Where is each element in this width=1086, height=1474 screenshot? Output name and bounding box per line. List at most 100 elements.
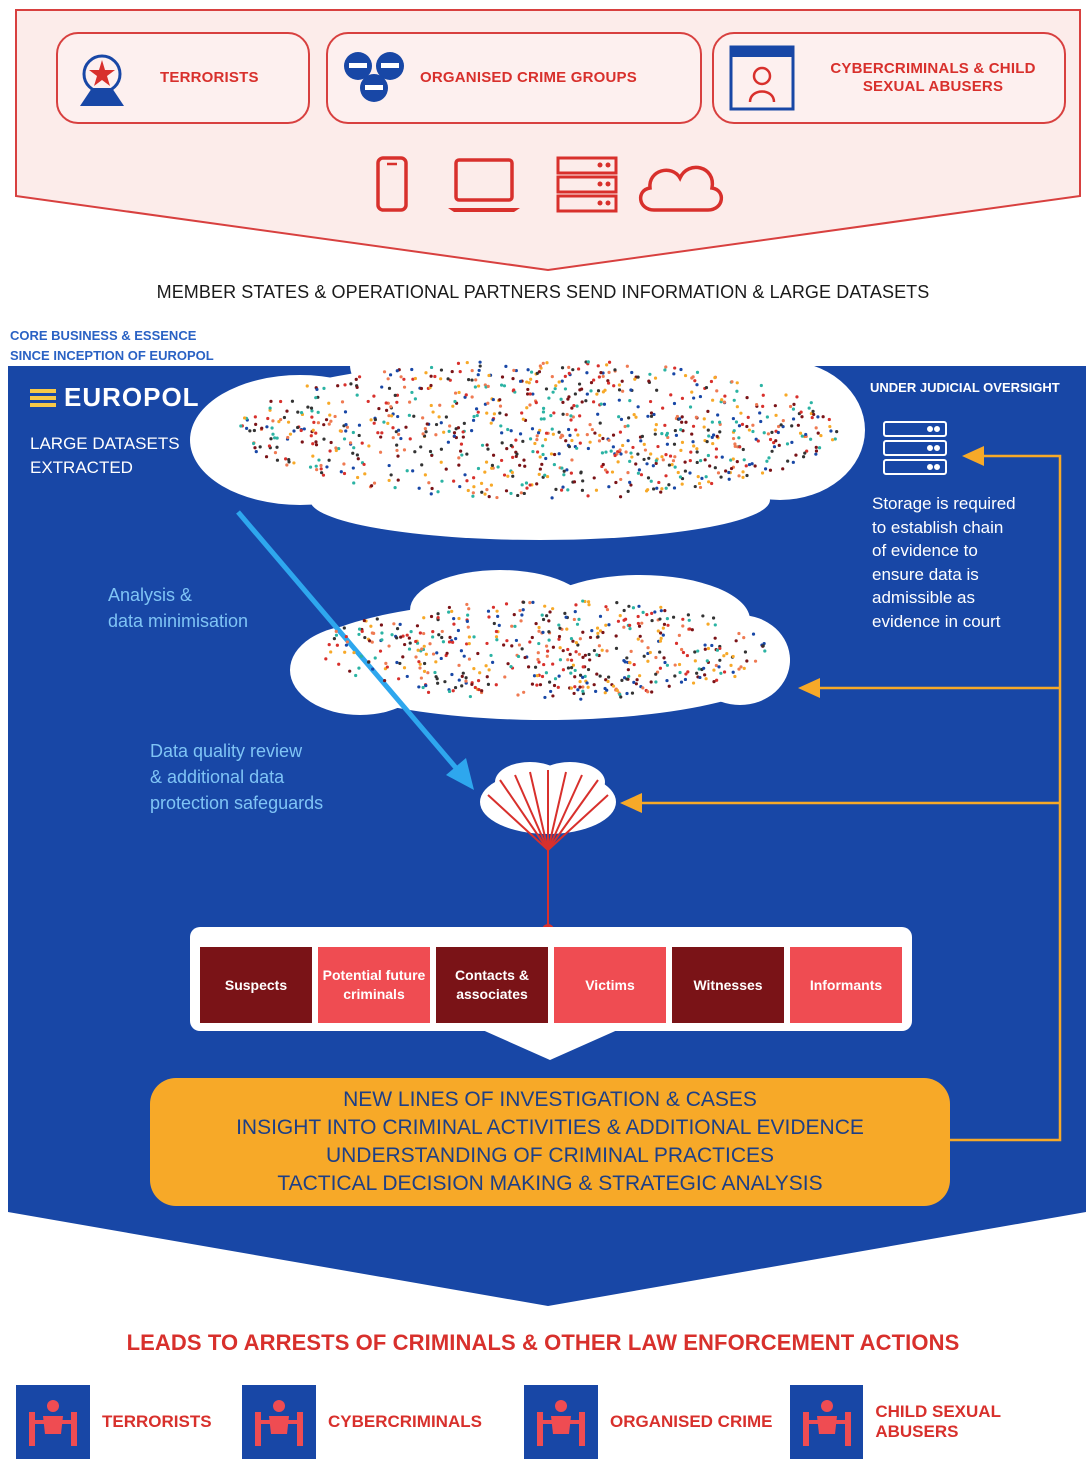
data-dot bbox=[393, 393, 397, 397]
data-dot bbox=[417, 486, 421, 490]
data-dot bbox=[478, 360, 482, 364]
data-dot bbox=[544, 431, 549, 435]
data-dot bbox=[300, 440, 304, 444]
data-dot bbox=[335, 643, 339, 647]
data-dot bbox=[535, 434, 539, 438]
data-dot bbox=[380, 385, 384, 389]
data-dot bbox=[460, 684, 464, 688]
data-dot bbox=[389, 473, 393, 477]
data-dot bbox=[461, 430, 465, 434]
data-dot bbox=[286, 435, 290, 440]
data-dot bbox=[814, 452, 818, 456]
data-dot bbox=[720, 455, 724, 459]
data-dot bbox=[336, 384, 340, 388]
data-dot bbox=[607, 485, 611, 489]
data-dot bbox=[577, 382, 582, 386]
data-dot bbox=[431, 630, 435, 634]
data-dot bbox=[586, 360, 590, 364]
data-dot bbox=[601, 436, 605, 441]
data-dot bbox=[683, 469, 688, 473]
data-dot bbox=[571, 415, 575, 419]
data-dot bbox=[729, 466, 734, 471]
data-dot bbox=[551, 432, 555, 436]
data-dot bbox=[453, 685, 458, 690]
data-dot bbox=[388, 373, 393, 377]
data-dot bbox=[596, 635, 600, 639]
data-dot bbox=[329, 440, 333, 445]
data-dot bbox=[357, 627, 362, 631]
data-dot bbox=[741, 447, 745, 452]
data-dot bbox=[765, 459, 769, 463]
data-dot bbox=[393, 486, 397, 490]
data-dot bbox=[379, 435, 383, 439]
data-dot bbox=[729, 458, 733, 462]
data-dot bbox=[654, 655, 658, 660]
data-dot bbox=[715, 648, 720, 652]
data-dot bbox=[677, 662, 682, 667]
data-dot bbox=[292, 429, 296, 433]
data-dot bbox=[630, 370, 634, 375]
data-dot bbox=[340, 400, 345, 404]
data-dot bbox=[506, 662, 510, 666]
data-dot bbox=[464, 393, 468, 397]
data-dot bbox=[444, 467, 448, 471]
data-dot bbox=[734, 420, 739, 424]
data-dot bbox=[370, 631, 374, 635]
data-dot bbox=[579, 697, 583, 701]
data-dot bbox=[606, 679, 610, 684]
data-dot bbox=[456, 426, 461, 430]
data-dot bbox=[525, 380, 529, 384]
data-dot bbox=[601, 630, 605, 635]
data-dot bbox=[731, 457, 735, 461]
data-dot bbox=[480, 689, 484, 693]
data-dot bbox=[397, 432, 401, 436]
data-dot bbox=[407, 636, 411, 640]
data-dot bbox=[420, 647, 424, 651]
data-dot bbox=[612, 384, 616, 388]
data-dot bbox=[731, 654, 735, 659]
data-dot bbox=[407, 413, 411, 417]
data-dot bbox=[733, 674, 737, 679]
data-dot bbox=[541, 444, 545, 448]
data-dot bbox=[348, 441, 353, 445]
data-dot bbox=[649, 680, 653, 684]
data-dot bbox=[566, 658, 570, 662]
data-dot bbox=[589, 389, 593, 393]
data-dot bbox=[745, 473, 749, 478]
data-dot bbox=[445, 651, 449, 655]
storage-line: of evidence to bbox=[872, 541, 978, 560]
data-dot bbox=[383, 679, 387, 683]
data-dot bbox=[664, 453, 668, 457]
data-dot bbox=[798, 431, 803, 435]
data-dot bbox=[598, 433, 602, 437]
data-dot bbox=[684, 672, 688, 676]
data-dot bbox=[635, 678, 639, 682]
data-dot bbox=[621, 389, 625, 393]
data-dot bbox=[451, 640, 455, 644]
data-dot bbox=[553, 387, 557, 391]
data-dot bbox=[654, 680, 658, 684]
data-dot bbox=[589, 381, 594, 385]
data-dot bbox=[457, 678, 461, 682]
data-dot bbox=[751, 632, 756, 636]
data-dot bbox=[369, 484, 374, 488]
data-dot bbox=[464, 676, 468, 680]
data-dot bbox=[327, 458, 331, 462]
data-dot bbox=[285, 463, 289, 467]
data-dot bbox=[785, 442, 790, 446]
data-dot bbox=[655, 388, 659, 392]
data-dot bbox=[516, 693, 520, 697]
data-dot bbox=[464, 679, 468, 683]
data-dot bbox=[472, 635, 476, 639]
data-dot bbox=[456, 361, 461, 366]
data-dot bbox=[403, 642, 407, 647]
data-dot bbox=[795, 395, 799, 399]
data-dot bbox=[690, 390, 694, 394]
data-dot bbox=[561, 400, 565, 404]
data-dot bbox=[322, 437, 326, 441]
data-dot bbox=[437, 633, 441, 637]
data-dot bbox=[811, 409, 815, 413]
data-dot bbox=[429, 614, 434, 619]
data-dot bbox=[695, 460, 699, 465]
data-dot bbox=[352, 481, 356, 485]
